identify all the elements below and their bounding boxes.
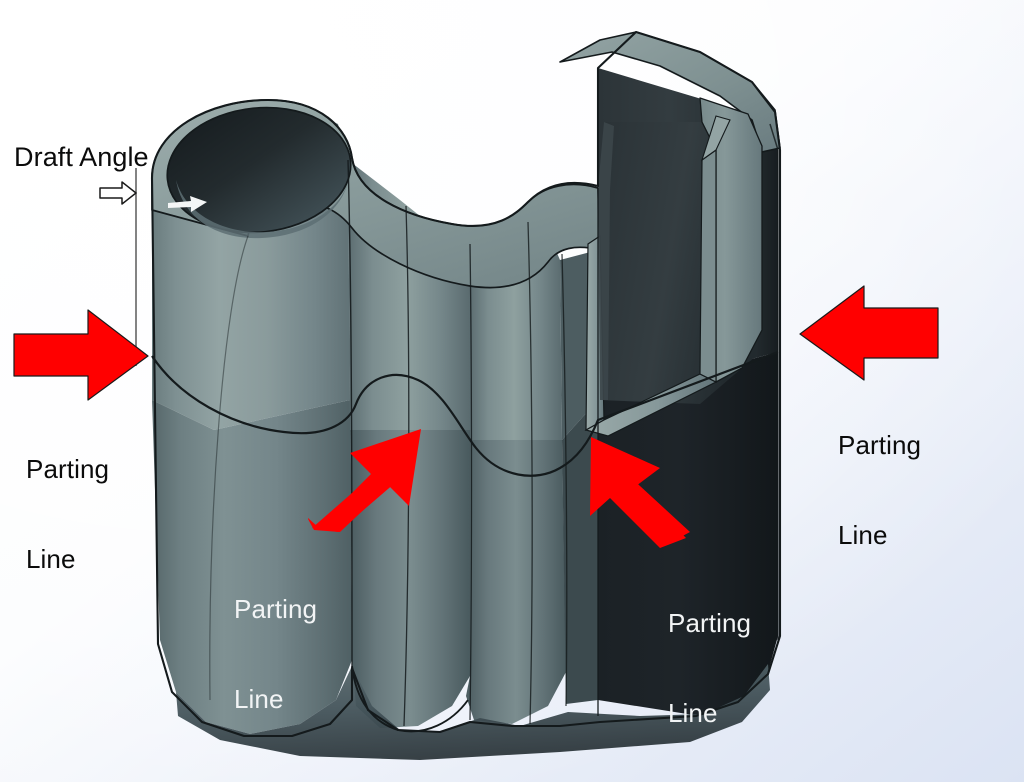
part-front-saddle-lower: [350, 430, 470, 728]
red-arrow-left-icon: [799, 285, 939, 381]
part-outer-silhouette: [150, 30, 782, 738]
red-arrow-up-left-shaft: [598, 462, 690, 546]
part-cavity-right-face: [699, 97, 763, 383]
part-seam-4: [527, 221, 533, 725]
part-front-middle-lobe-lower: [466, 440, 566, 724]
part-seam-1: [347, 159, 353, 667]
part-cavity-rib-riser: [699, 148, 717, 383]
part-front-right-band-lower: [562, 400, 598, 704]
red-arrow-right-icon: [13, 309, 149, 401]
part-bore-opening: [166, 106, 352, 234]
part-seam-5: [561, 253, 568, 707]
draft-angle-callout: [99, 168, 207, 366]
molded-part-model: [150, 30, 782, 760]
parting-line-seam: [151, 350, 779, 477]
draft-angle-outline-arrow-icon: [99, 181, 137, 205]
part-right-wall-edge: [769, 123, 779, 640]
red-arrow-up-right-icon: [308, 429, 421, 532]
part-front-left-lobe-lower: [152, 400, 352, 734]
draft-angle-surface-arrow-icon: [168, 196, 207, 212]
red-arrow-up-right-shaft: [312, 452, 403, 532]
part-bottom-foot: [176, 664, 770, 760]
part-cavity-rib-top-radius: [700, 115, 731, 162]
part-right-outer-wall-lower: [598, 352, 778, 716]
part-seam-3: [469, 243, 473, 721]
part-bottom-notch: [351, 665, 469, 733]
callout-arrows: [13, 285, 939, 548]
part-seam-7: [209, 235, 249, 701]
part-cavity-left-seam: [598, 122, 614, 400]
